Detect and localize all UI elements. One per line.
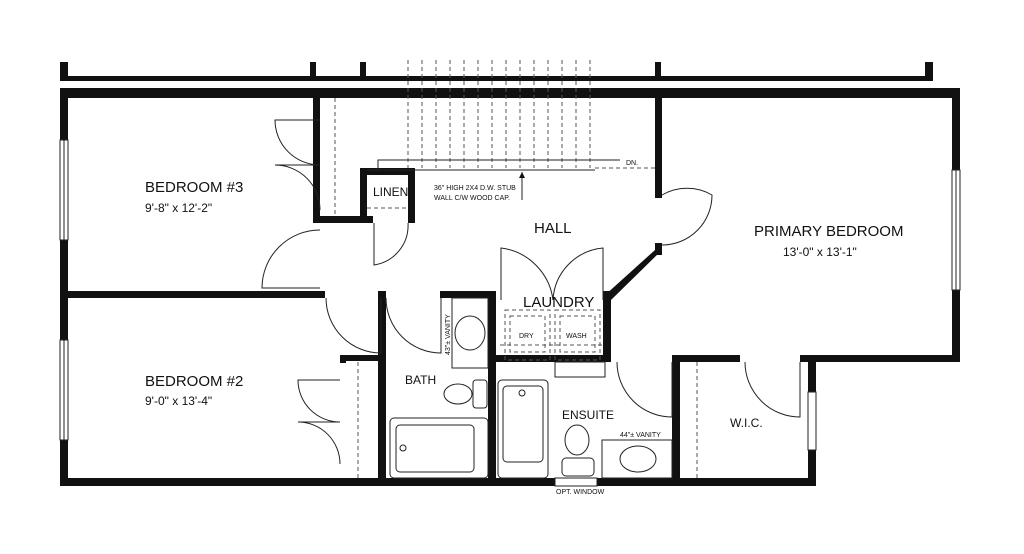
bath-vanity-label: 43"± VANITY [445, 314, 452, 355]
interior-walls [60, 98, 815, 481]
stub-wall-note-1: 36" HIGH 2X4 D.W. STUB [434, 185, 516, 192]
bedroom2-size: 9'-0" x 13'-4" [145, 394, 212, 408]
stub-wall-note-2: WALL C/W WOOD CAP. [434, 195, 510, 202]
stairs: DN. [334, 60, 655, 216]
bath-label: BATH [405, 373, 436, 387]
laundry-appliances: DRY WASH [500, 309, 603, 361]
linen-label: LINEN [373, 185, 408, 199]
opt-window-label: OPT. WINDOW [556, 489, 605, 496]
bath-fixtures [389, 297, 673, 479]
wic-label: W.I.C. [730, 416, 763, 430]
bedroom2-label: BEDROOM #2 [145, 373, 243, 390]
primary-bedroom-label: PRIMARY BEDROOM [754, 223, 903, 240]
dryer-label: DRY [519, 333, 534, 340]
bedroom3-size: 9'-8" x 12'-2" [145, 201, 212, 215]
stairs-down-label: DN. [626, 160, 638, 167]
ensuite-vanity-label: 44"± VANITY [620, 432, 661, 439]
primary-bedroom-size: 13'-0" x 13'-1" [783, 245, 857, 259]
top-exterior-lines [60, 62, 960, 98]
doors [261, 119, 801, 465]
windows [59, 139, 961, 487]
opt-window [554, 477, 598, 487]
closet-lines [357, 207, 698, 478]
hall-label: HALL [534, 220, 572, 237]
laundry-label: LAUNDRY [523, 294, 594, 311]
bedroom3-label: BEDROOM #3 [145, 179, 243, 196]
washer-label: WASH [566, 333, 587, 340]
ensuite-label: ENSUITE [562, 408, 614, 422]
exterior-walls [60, 88, 960, 486]
